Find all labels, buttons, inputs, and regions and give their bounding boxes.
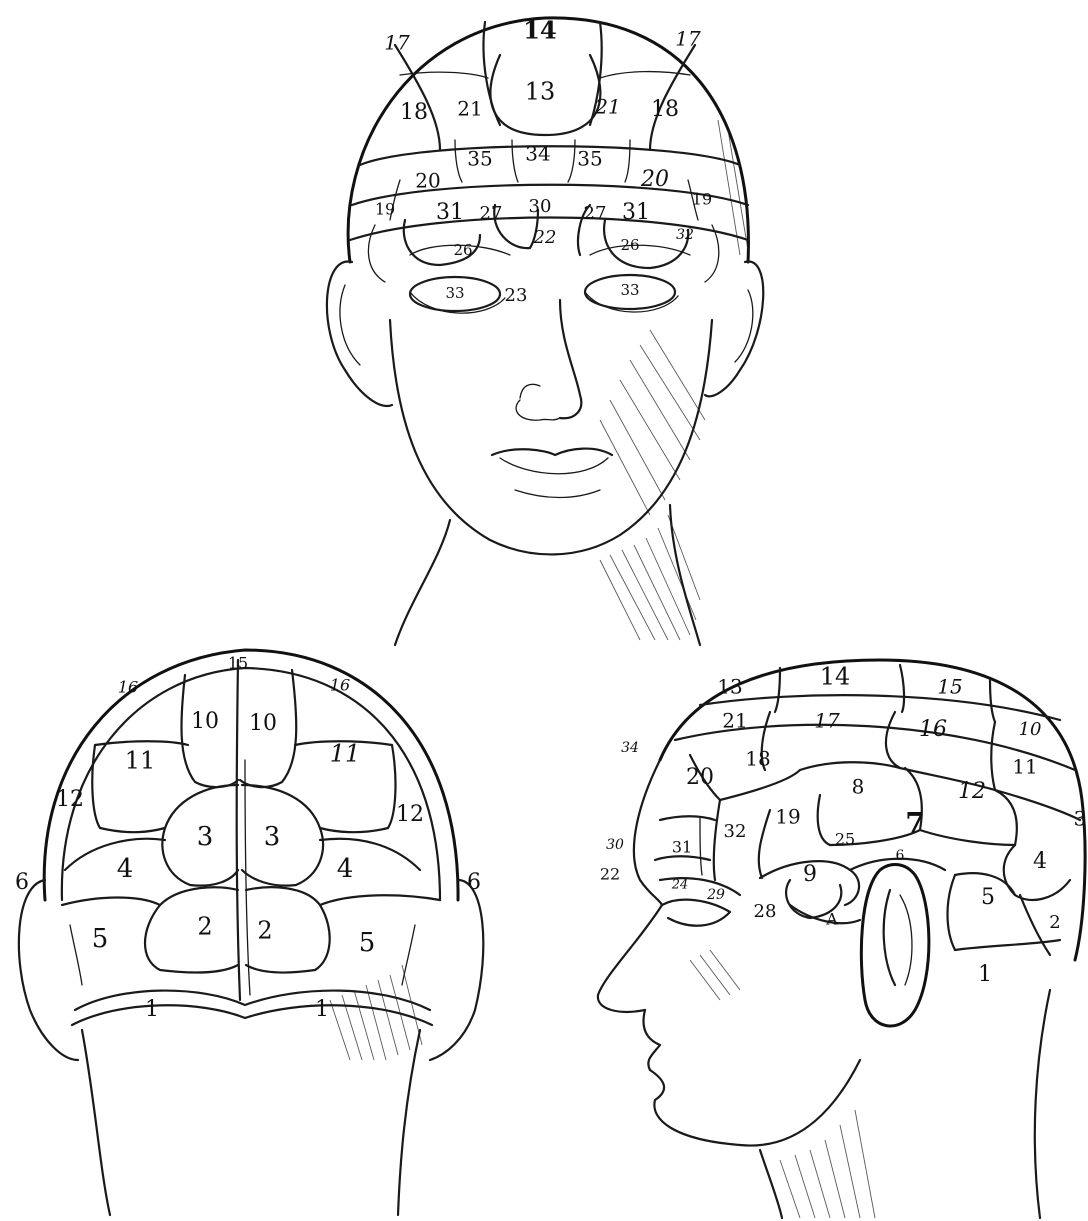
region-label: 12 xyxy=(958,779,986,804)
region-label: 20 xyxy=(640,167,669,192)
region-label: 15 xyxy=(228,654,248,673)
region-label: 4 xyxy=(117,854,134,884)
region-label: 11 xyxy=(125,747,156,775)
region-label: 2 xyxy=(1049,912,1060,933)
region-label: 25 xyxy=(835,830,855,849)
side-labels: 13 14 15 21 17 16 10 34 18 20 11 8 12 30… xyxy=(600,663,1087,988)
face-shading xyxy=(600,120,748,515)
region-label: 27 xyxy=(584,203,607,224)
neck-shading xyxy=(600,515,700,640)
region-label: 6 xyxy=(15,870,29,895)
region-label: 33 xyxy=(620,281,639,299)
region-label: 31 xyxy=(436,200,464,225)
region-label: 5 xyxy=(359,928,376,958)
region-label: 20 xyxy=(686,765,714,790)
region-label: 22 xyxy=(600,865,620,884)
region-label: 16 xyxy=(118,678,138,697)
region-label: 28 xyxy=(754,901,777,922)
region-label: 19 xyxy=(775,805,800,829)
region-label: 26 xyxy=(620,236,639,254)
region-label: 4 xyxy=(1033,849,1047,874)
region-label: 31 xyxy=(672,838,692,857)
region-label: 17 xyxy=(675,27,701,51)
region-label: 21 xyxy=(594,95,620,119)
region-label: 17 xyxy=(384,31,410,55)
region-label: 2 xyxy=(197,913,212,941)
region-label: 12 xyxy=(56,787,84,812)
region-label: 18 xyxy=(400,100,428,125)
side-region-lines xyxy=(655,665,1080,955)
region-label: 11 xyxy=(330,740,361,768)
region-label: 19 xyxy=(692,190,712,209)
region-label: 14 xyxy=(523,16,556,45)
region-label: 22 xyxy=(533,227,557,248)
region-label: 12 xyxy=(396,802,424,827)
region-label: 5 xyxy=(981,885,995,910)
region-label: 34 xyxy=(525,142,550,166)
region-label: 1 xyxy=(145,997,159,1022)
region-label: 23 xyxy=(505,285,528,306)
region-label: 13 xyxy=(525,78,556,106)
region-label: 20 xyxy=(415,169,440,193)
region-label: 24 xyxy=(671,878,689,893)
region-label: 6 xyxy=(467,870,481,895)
region-label: 18 xyxy=(745,747,770,771)
region-label: 16 xyxy=(919,717,947,742)
region-label: 1 xyxy=(315,997,329,1022)
region-label: 29 xyxy=(706,887,725,903)
region-label: 18 xyxy=(651,97,679,122)
region-label: A xyxy=(825,910,838,929)
region-label: 34 xyxy=(621,740,639,756)
region-label: 3 xyxy=(264,822,281,852)
region-label: 10 xyxy=(191,709,219,734)
back-head: 15 16 16 10 10 11 11 12 12 3 3 4 4 6 6 5… xyxy=(15,650,483,1215)
region-label: 15 xyxy=(937,675,962,699)
region-label: 2 xyxy=(257,917,272,945)
region-label: 26 xyxy=(453,241,472,259)
region-label: 4 xyxy=(337,854,354,884)
region-label: 14 xyxy=(820,663,851,691)
region-label: 10 xyxy=(1019,719,1042,740)
region-label: 30 xyxy=(529,196,552,217)
region-label: 1 xyxy=(978,962,992,987)
region-label: 32 xyxy=(676,227,694,243)
region-label: 35 xyxy=(577,147,602,171)
region-label: 9 xyxy=(803,862,817,887)
region-label: 5 xyxy=(92,924,109,954)
region-label: 32 xyxy=(724,821,747,842)
region-label: 6 xyxy=(896,848,905,864)
front-head: 17 14 17 18 21 13 21 18 35 34 35 20 20 1… xyxy=(327,16,763,646)
region-label: 8 xyxy=(852,775,865,799)
region-label: 21 xyxy=(457,97,482,121)
back-shading xyxy=(330,965,422,1060)
region-label: 35 xyxy=(467,147,492,171)
region-label: 30 xyxy=(606,837,624,853)
region-label: 7 xyxy=(905,807,924,840)
region-label: 19 xyxy=(375,200,395,219)
region-label: 27 xyxy=(480,203,503,224)
region-label: 3 xyxy=(1074,807,1087,831)
region-label: 13 xyxy=(717,675,742,699)
region-label: 11 xyxy=(1012,755,1037,779)
region-label: 21 xyxy=(722,709,747,733)
region-label: 17 xyxy=(814,709,840,733)
region-label: 10 xyxy=(249,711,277,736)
side-head: 13 14 15 21 17 16 10 34 18 20 11 8 12 30… xyxy=(598,660,1086,1218)
region-label: 16 xyxy=(330,676,350,695)
region-label: 3 xyxy=(197,822,214,852)
region-label: 31 xyxy=(622,200,650,225)
region-label: 33 xyxy=(445,284,464,302)
